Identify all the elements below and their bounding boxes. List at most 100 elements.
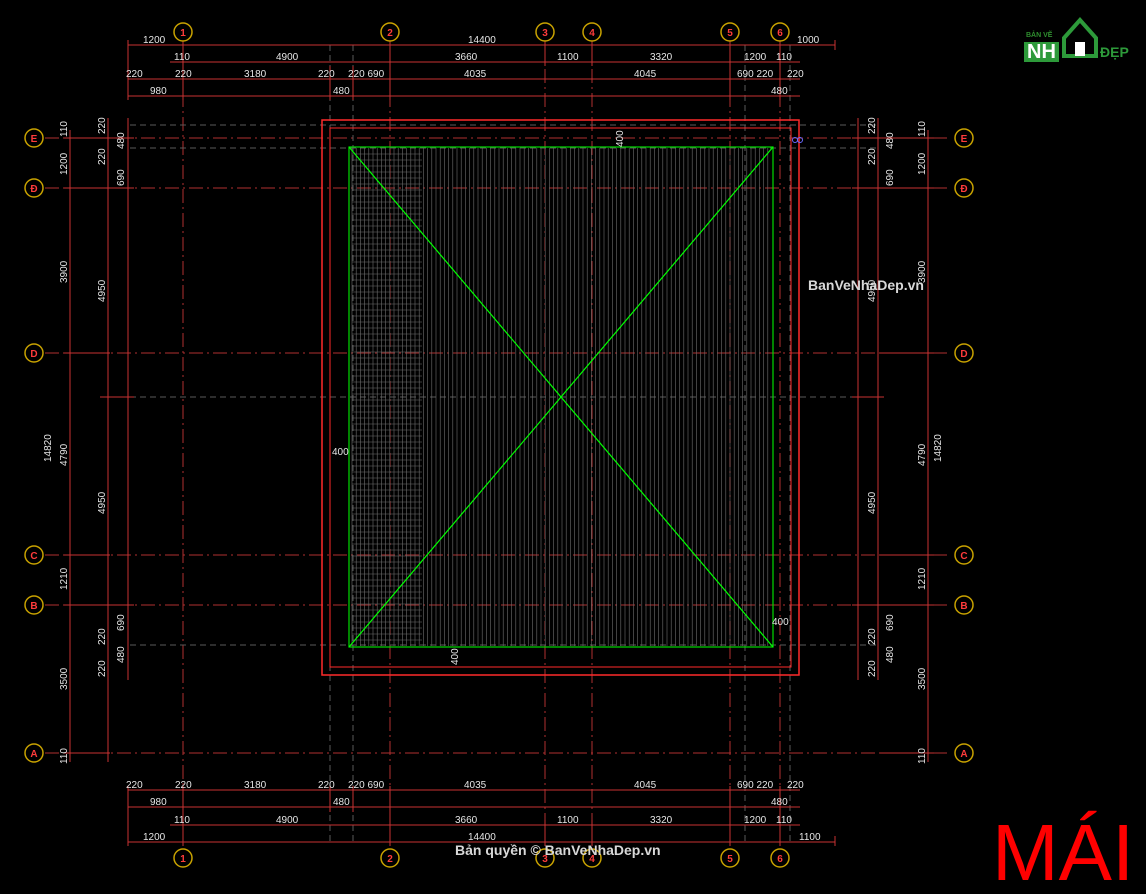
dim-left-outer: 110 <box>59 121 70 137</box>
dim-right-inner: 690 <box>885 169 896 186</box>
svg-text:1: 1 <box>180 854 186 865</box>
logo-line1: BẢN VẼ <box>1026 32 1053 39</box>
watermark-bottom: Bản quyền © BanVeNhaDep.vn <box>455 842 661 858</box>
roof-inner-outline <box>329 127 792 668</box>
right-dimensions: 110 1200 3900 14820 1210 3500 110 220 22… <box>867 117 944 764</box>
dim-top-r1: 4900 <box>276 52 299 63</box>
dim-left-outer: 3500 <box>59 667 70 690</box>
grid-bubble-row-c: C <box>954 545 974 565</box>
grid-bubble-col-6: 6 <box>770 848 790 868</box>
dim-top-r2: 4035 <box>464 69 487 80</box>
dim-top-overall-1: 1200 <box>143 35 166 46</box>
dim-bottom-overall: 1200 <box>143 832 166 843</box>
svg-text:D: D <box>30 349 37 360</box>
dim-bottom-r3: 220 <box>126 780 143 791</box>
dim-left-inner: 690 <box>116 169 127 186</box>
roof-label-left: 400 <box>332 447 349 458</box>
logo-line3: ĐẸP <box>1100 44 1129 60</box>
grid-bubble-row-e: E <box>24 128 44 148</box>
grid-bubble-col-4: 4 <box>582 22 602 42</box>
grid-bubble-row-b: B <box>954 595 974 615</box>
grid-bubbles-top: 1 2 3 4 5 6 <box>173 22 790 42</box>
dim-top-r3: 480 <box>333 86 350 97</box>
dim-bottom-r3: 220 <box>318 780 335 791</box>
svg-text:3: 3 <box>542 854 548 865</box>
dim-top-r1: 3320 <box>650 52 673 63</box>
dim-left-outer: 3900 <box>59 260 70 283</box>
dim-right-outer: 110 <box>917 748 928 764</box>
dim-right-inner: 220 <box>867 117 878 134</box>
dim-top-r2: 220 <box>126 69 143 80</box>
bottom-dimensions: 220 220 3180 220 220 690 4035 4045 690 2… <box>126 780 821 843</box>
dim-top-r2: 220 <box>175 69 192 80</box>
grid-bubble-col-5: 5 <box>720 848 740 868</box>
svg-text:Đ: Đ <box>30 184 37 195</box>
dim-right-inner: 480 <box>885 646 896 663</box>
dim-bottom-r2: 480 <box>771 797 788 808</box>
dim-left-inner: 220 <box>97 148 108 165</box>
dim-left-inner: 4950 <box>97 491 108 514</box>
grid-bubble-col-2: 2 <box>380 848 400 868</box>
roof-label-top: 400 <box>615 130 626 147</box>
grid-bubble-row-a: A <box>24 743 44 763</box>
dim-top-r2: 4045 <box>634 69 657 80</box>
grid-bubbles-bottom: 1 2 3 4 5 6 <box>173 848 790 868</box>
dim-bottom-r1: 3320 <box>650 815 673 826</box>
svg-text:B: B <box>30 601 37 612</box>
grid-bubble-row-dd: Đ <box>24 178 44 198</box>
hip-ridge-line-2 <box>348 146 774 648</box>
dim-top-overall-2: 14400 <box>468 35 496 46</box>
left-dimensions: 110 1200 3900 14820 1210 3500 110 220 22… <box>43 117 127 764</box>
svg-text:B: B <box>960 601 967 612</box>
dim-left-inner: 220 <box>97 628 108 645</box>
dim-bottom-r1: 1100 <box>557 815 579 826</box>
dim-bottom-r2: 980 <box>150 797 167 808</box>
dim-right-inner: 4950 <box>867 491 878 514</box>
dim-bottom-r3: 220 <box>787 780 804 791</box>
dim-top-r2: 3180 <box>244 69 267 80</box>
dim-right-outer: 110 <box>917 121 928 137</box>
dim-top-r3: 980 <box>150 86 167 97</box>
svg-text:1: 1 <box>180 28 186 39</box>
dim-bottom-r3: 220 <box>175 780 192 791</box>
house-icon <box>1062 16 1098 58</box>
dim-left-inner: 480 <box>116 646 127 663</box>
dim-right-outer: 14820 <box>933 434 944 462</box>
logo-line2: NH <box>1024 42 1059 62</box>
dim-right-outer: 1200 <box>917 152 928 175</box>
dim-bottom-r3: 3180 <box>244 780 267 791</box>
dim-top-r1: 1100 <box>557 52 579 63</box>
dim-right-inner: 220 <box>867 148 878 165</box>
dim-top-r2: 220 690 <box>348 69 385 80</box>
grid-bubble-col-1: 1 <box>173 22 193 42</box>
grid-bubble-row-d: D <box>24 343 44 363</box>
grid-bubble-col-3: 3 <box>535 22 555 42</box>
dim-right-inner: 4790 <box>917 443 928 466</box>
dimension-lines <box>69 44 929 843</box>
dim-top-r1: 1200 <box>744 52 767 63</box>
grid-bubble-col-6: 6 <box>770 22 790 42</box>
svg-text:6: 6 <box>777 28 783 39</box>
dim-left-inner: 4950 <box>97 279 108 302</box>
grid-bubble-row-e: E <box>954 128 974 148</box>
grid-bubble-col-1: 1 <box>173 848 193 868</box>
dim-top-r2: 220 <box>318 69 335 80</box>
svg-text:A: A <box>30 749 37 760</box>
svg-text:5: 5 <box>727 854 733 865</box>
roof-outer-outline <box>321 119 800 676</box>
dim-left-outer: 1210 <box>59 567 70 590</box>
dim-bottom-r1: 110 <box>776 815 792 826</box>
dim-left-inner: 480 <box>116 132 127 149</box>
watermark-side: BanVeNhaDep.vn <box>808 277 924 293</box>
grid-bubble-row-b: B <box>24 595 44 615</box>
svg-text:5: 5 <box>727 28 733 39</box>
dim-top-r2: 220 <box>787 69 804 80</box>
dim-bottom-r1: 3660 <box>455 815 478 826</box>
svg-text:A: A <box>960 749 967 760</box>
dim-left-inner: 220 <box>97 117 108 134</box>
dim-left-inner: 4790 <box>59 443 70 466</box>
roof-label-bottom: 400 <box>450 648 461 665</box>
dim-top-r1: 110 <box>776 52 792 63</box>
dimension-ticks <box>64 40 934 846</box>
dim-left-outer: 110 <box>59 748 70 764</box>
